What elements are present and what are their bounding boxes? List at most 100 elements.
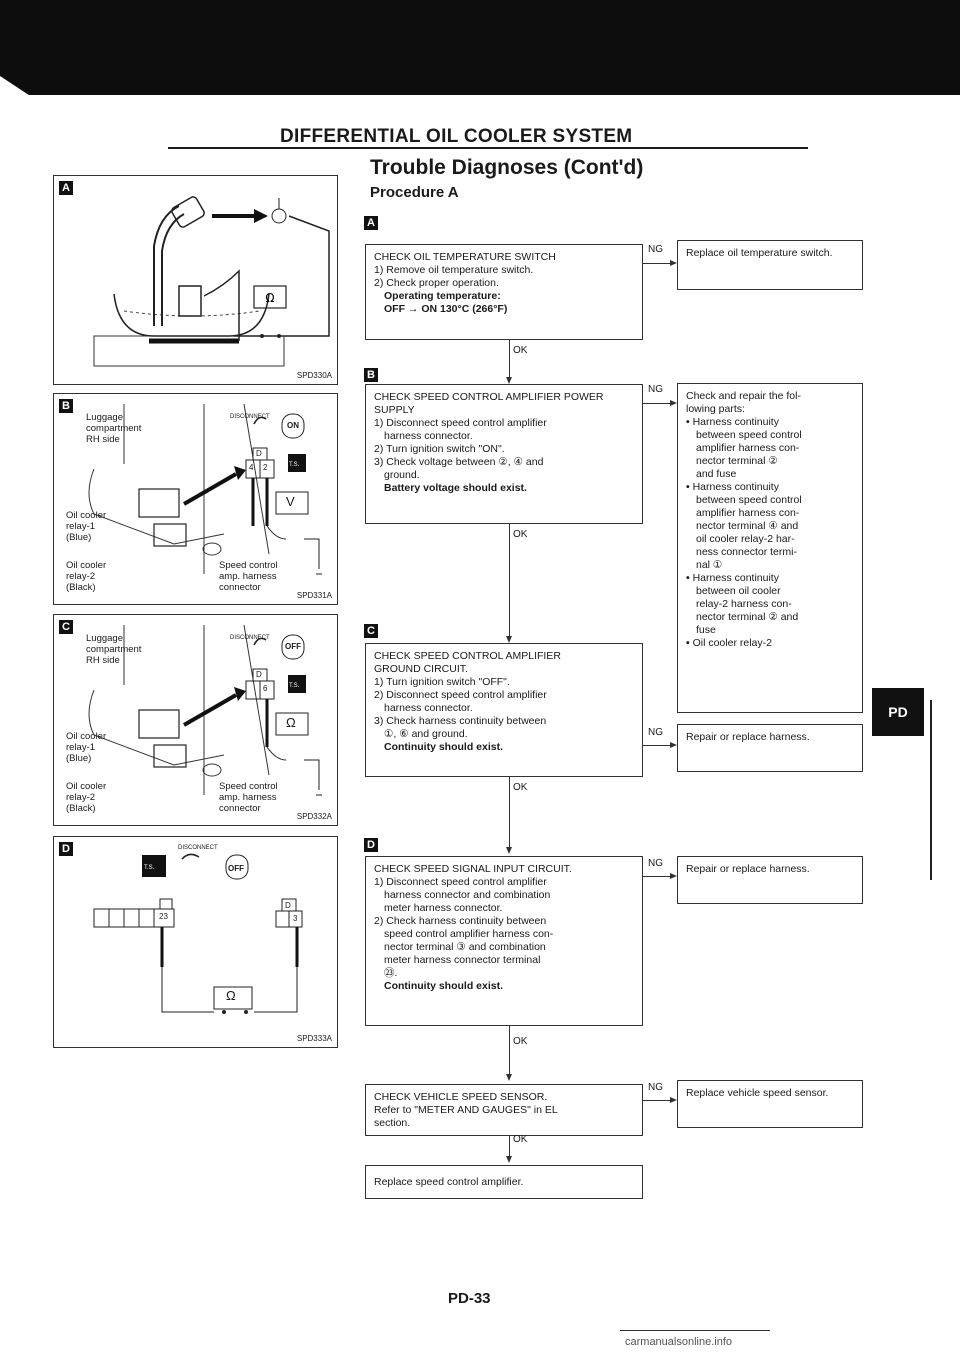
box4-line2: 2) Check harness continuity between: [374, 915, 547, 927]
connector-d-label: D: [256, 670, 262, 679]
box3-line3: 3) Check harness continuity between: [374, 715, 547, 727]
step-c-marker: C: [364, 624, 378, 638]
disconnect-label: DISCONNECT: [230, 635, 270, 641]
box2-ng-b2-3: nector terminal ④ and: [696, 520, 799, 532]
watermark-text: carmanualsonline.info: [625, 1336, 733, 1348]
box4-line1c: meter harness connector.: [384, 902, 503, 914]
side-edge-mark: [930, 700, 932, 880]
figure-d: D DISCONNECT T.S. OFF 23 D 3 Ω SPD333A: [53, 836, 338, 1048]
box2-ng-b3-4: fuse: [696, 624, 716, 636]
oil-cooler-relay1-label: Oil cooler relay-1 (Blue): [66, 510, 107, 543]
luggage-compartment-label: Luggage compartment RH side: [86, 633, 142, 666]
box3-title2: GROUND CIRCUIT.: [374, 663, 468, 675]
box2-ng-b3-0: Harness continuity: [686, 572, 854, 585]
box1-title: CHECK OIL TEMPERATURE SWITCH: [374, 251, 556, 263]
figure-a-code: SPD330A: [296, 371, 332, 380]
ignition-on-label: ON: [287, 421, 299, 430]
ts-label: T.S.: [289, 462, 300, 468]
oil-cooler-relay1-label: Oil cooler relay-1 (Blue): [66, 731, 107, 764]
box2-line2: 2) Turn ignition switch "ON".: [374, 443, 505, 455]
flow-line-3: [509, 777, 510, 851]
speed-signal-test-illustration: [93, 853, 303, 1014]
amp-connector-label: Speed control amp. harness connector: [219, 560, 278, 593]
ohm-symbol: Ω: [226, 988, 236, 1003]
ignition-off-label: OFF: [285, 642, 301, 651]
flow-arrow-5: [506, 1156, 512, 1163]
figure-b: B Luggage compartment RH side Oil cooler…: [53, 393, 338, 605]
ng-connector-1: [643, 263, 671, 264]
ng-label-4: NG: [648, 858, 663, 869]
box3-line2b: harness connector.: [384, 702, 473, 714]
ng-connector-3: [643, 745, 671, 746]
ohm-symbol: Ω: [265, 291, 274, 305]
box2-ng-b2-1: between speed control: [696, 494, 802, 506]
oil-temp-switch-test-illustration: Ω: [93, 196, 330, 367]
oil-cooler-relay2-label: Oil cooler relay-2 (Black): [66, 560, 107, 593]
flow-arrow-2: [506, 636, 512, 643]
flow-line-4: [509, 1026, 510, 1078]
figure-d-letter: D: [59, 842, 73, 856]
box4-line2d: meter harness connector terminal: [384, 954, 541, 966]
box2-ng-intro1: Check and repair the fol-: [686, 390, 801, 402]
page-number: PD-33: [448, 1290, 491, 1307]
box3-line2: 2) Disconnect speed control amplifier: [374, 689, 547, 701]
ohm-symbol: Ω: [286, 715, 296, 730]
connector-d-label: D: [256, 449, 262, 458]
ignition-off-label: OFF: [228, 864, 244, 873]
check-and-repair-parts-box: Check and repair the fol- lowing parts: …: [677, 383, 863, 713]
terminal-6-label: 6: [263, 684, 268, 693]
box6-text: Replace speed control amplifier.: [374, 1175, 524, 1188]
pd-section-tab: PD: [872, 688, 924, 736]
figure-b-letter: B: [59, 399, 73, 413]
box2-ng-b4-0: Oil cooler relay-2: [686, 637, 854, 650]
ok-label-2: OK: [513, 529, 528, 540]
flow-line-5: [509, 1136, 510, 1160]
box1-line1: 1) Remove oil temperature switch.: [374, 264, 534, 276]
box2-ng-b2-0: Harness continuity: [686, 481, 854, 494]
step-a-marker: A: [364, 216, 378, 230]
box1-off-on: OFF → ON 130°C (266°F): [384, 303, 508, 315]
ts-label: T.S.: [144, 865, 155, 871]
terminal-2-label: 2: [263, 463, 268, 472]
repair-harness-box-2: Repair or replace harness.: [677, 856, 863, 904]
ng-arrow-4: [670, 873, 677, 879]
box2-ng-b3-1: between oil cooler: [696, 585, 781, 597]
box2-ng-b1-0: Harness continuity: [686, 416, 854, 429]
flow-arrow-4: [506, 1074, 512, 1081]
ng-label-1: NG: [648, 244, 663, 255]
check-amplifier-ground-circuit-box: CHECK SPEED CONTROL AMPLIFIER GROUND CIR…: [365, 643, 643, 777]
watermark-rule: [620, 1330, 770, 1331]
page-subtitle: Trouble Diagnoses (Cont'd): [370, 156, 644, 179]
box2-line3b: ground.: [384, 469, 420, 481]
box3-line3b: ①, ⑥ and ground.: [384, 728, 468, 740]
ng-arrow-3: [670, 742, 677, 748]
box2-ng-b3-2: relay-2 harness con-: [696, 598, 792, 610]
ng-connector-5: [643, 1100, 671, 1101]
box4-line1b: harness connector and combination: [384, 889, 551, 901]
terminal-3-label: 3: [293, 914, 298, 923]
box2-line1b: harness connector.: [384, 430, 473, 442]
terminal-4-label: 4: [249, 463, 254, 472]
box4-line2e: ㉓.: [384, 967, 398, 979]
box2-battery-voltage: Battery voltage should exist.: [384, 482, 527, 494]
box5-line1: Refer to "METER AND GAUGES" in EL: [374, 1104, 558, 1116]
box1-line2: 2) Check proper operation.: [374, 277, 499, 289]
box4-continuity: Continuity should exist.: [384, 980, 504, 992]
ng-arrow-5: [670, 1097, 677, 1103]
box4-title: CHECK SPEED SIGNAL INPUT CIRCUIT.: [374, 863, 572, 875]
header-banner: [0, 0, 960, 95]
box2-ng-b1-1: between speed control: [696, 429, 802, 441]
ng-label-2: NG: [648, 384, 663, 395]
box2-line3: 3) Check voltage between ②, ④ and: [374, 456, 544, 468]
figure-d-code: SPD333A: [296, 1034, 332, 1043]
figure-a: A Ω SPD330A: [53, 175, 338, 385]
check-vehicle-speed-sensor-box: CHECK VEHICLE SPEED SENSOR. Refer to "ME…: [365, 1084, 643, 1136]
replace-oil-temperature-switch-box: Replace oil temperature switch.: [677, 240, 863, 290]
box2-ng-b2-2: amplifier harness con-: [696, 507, 800, 519]
ng-label-3: NG: [648, 727, 663, 738]
box2-title: CHECK SPEED CONTROL AMPLIFIER POWER SUPP…: [374, 391, 604, 416]
box3-ng-text: Repair or replace harness.: [686, 731, 810, 743]
box4-ng-text: Repair or replace harness.: [686, 863, 810, 875]
box2-ng-b2-4: oil cooler relay-2 har-: [696, 533, 795, 545]
box2-ng-b1-4: and fuse: [696, 468, 737, 480]
